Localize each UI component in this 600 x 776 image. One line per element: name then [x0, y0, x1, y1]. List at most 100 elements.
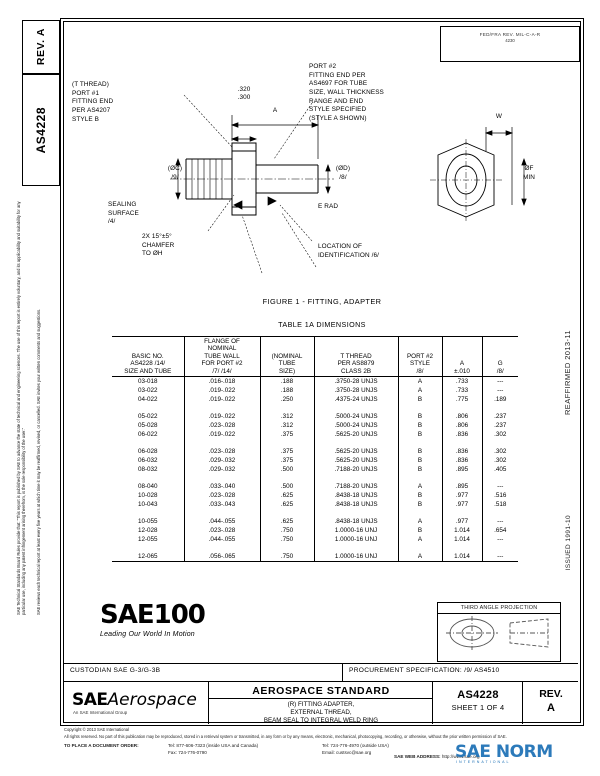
figure-caption: FIGURE 1 - FITTING, ADAPTER	[262, 297, 382, 306]
table-cell: 10-028	[112, 491, 185, 501]
table-cell: ---	[481, 517, 518, 527]
table-cell: .895	[441, 482, 483, 492]
drawing-frame-inner	[63, 21, 581, 723]
table-cell: .3750-28 UNJS	[313, 386, 399, 396]
table-group-spacer	[112, 439, 518, 448]
table-cell: 05-022	[112, 412, 185, 422]
table-cell: A	[397, 386, 443, 396]
table-cell: .044-.055	[183, 517, 261, 527]
title-doc-number: AS4228	[457, 689, 499, 701]
table-cell: .016-.018	[183, 376, 261, 387]
table-cell: .033-.040	[183, 482, 261, 492]
table-cell: .023-.028	[183, 491, 261, 501]
drawing-frame-outer	[60, 18, 584, 726]
table-cell: 06-028	[112, 447, 185, 457]
table-cell: .019-.022	[183, 395, 261, 405]
table-cell: .023-.028	[183, 447, 261, 457]
table-cell: .237	[481, 412, 518, 422]
table-cell: .750	[259, 535, 315, 545]
projection-header: THIRD ANGLE PROJECTION	[438, 603, 560, 614]
table-cell: .023-.028	[183, 526, 261, 536]
table-header-cell-0: BASIC NO. AS4228 /14/ SIZE AND TUBE	[112, 335, 185, 378]
table-cell: .375	[259, 430, 315, 440]
table-cell: .654	[481, 526, 518, 536]
table-cell: ---	[481, 482, 518, 492]
standard-subtitle: (R) FITTING ADAPTER, EXTERNAL THREAD, BE…	[263, 701, 379, 725]
table-cell: .029-.032	[183, 465, 261, 475]
table-cell: ---	[481, 552, 518, 563]
table-cell: .237	[481, 421, 518, 431]
table-cell: .806	[441, 412, 483, 422]
title-rev-label: REV.	[539, 688, 563, 700]
table-cell: .188	[259, 386, 315, 396]
table-cell: .405	[481, 465, 518, 475]
top-right-reference-box: FED/FRA REV. MIL-C-A-R 4230	[440, 26, 580, 62]
table-cell: .733	[441, 386, 483, 396]
table-cell: .312	[259, 412, 315, 422]
table-cell: .625	[259, 500, 315, 510]
table-cell: .3750-28 UNJS	[313, 376, 399, 387]
table-cell: .188	[259, 376, 315, 387]
table-cell: 1.0000-16 UNJ	[313, 552, 399, 563]
title-sheet: SHEET 1 OF 4	[451, 703, 505, 712]
table-cell: 10-055	[112, 517, 185, 527]
footer-tel-inside: Tel: 877-606-7323 (inside USA and Canada…	[168, 743, 259, 748]
table-cell: .019-.022	[183, 430, 261, 440]
table-cell: B	[397, 430, 443, 440]
table-cell: 03-018	[112, 376, 185, 387]
custodian-row: CUSTODIAN SAE G-3/G-3B PROCUREMENT SPECI…	[64, 663, 578, 682]
left-rev-label: REV.	[34, 39, 47, 66]
table-cell: .500	[259, 482, 315, 492]
side-note-2: SAE reviews each technical report at lea…	[36, 308, 41, 615]
brand-aerospace: Aerospace	[107, 690, 197, 710]
table-cell: 08-040	[112, 482, 185, 492]
table-cell: .750	[259, 526, 315, 536]
table-cell: 1.0000-16 UNJ	[313, 526, 399, 536]
table-cell: .7188-20 UNJS	[313, 465, 399, 475]
table-cell: .029-.032	[183, 456, 261, 466]
table-cell: B	[397, 395, 443, 405]
table-cell: .836	[441, 430, 483, 440]
table-cell: .375	[259, 456, 315, 466]
table-cell: .895	[441, 465, 483, 475]
reaffirmed-label: REAFFIRMED 2013-11	[563, 330, 572, 416]
procurement-spec-text: PROCUREMENT SPECIFICATION: /9/ AS4510	[349, 667, 500, 674]
custodian-divider	[342, 664, 343, 682]
table-cell: B	[397, 500, 443, 510]
table-cell: .8438-18 UNJS	[313, 500, 399, 510]
callout-chamfer: 2X 15°±5° CHAMFER TO ØH	[142, 233, 175, 258]
table-cell: .302	[481, 447, 518, 457]
left-rev-value: A	[34, 28, 47, 37]
table-cell: 12-065	[112, 552, 185, 563]
footer-email[interactable]: Email: custsvc@sae.org	[322, 749, 372, 755]
sae100-logo-block: SAE100 Leading Our World In Motion	[100, 600, 206, 638]
dim-C: (ØC) /9/	[167, 165, 183, 181]
table-cell: .977	[441, 500, 483, 510]
table-cell: 1.014	[441, 535, 483, 545]
table-cell: .977	[441, 517, 483, 527]
table-cell: .775	[441, 395, 483, 405]
table-cell: 1.0000-16 UNJ	[313, 535, 399, 545]
table-cell: .302	[481, 430, 518, 440]
table-cell: 04-022	[112, 395, 185, 405]
table-cell: .019-.022	[183, 386, 261, 396]
table-cell: .750	[259, 552, 315, 563]
table-cell: 06-022	[112, 430, 185, 440]
table-cell: B	[397, 526, 443, 536]
table-cell: 1.014	[441, 552, 483, 563]
dim-D: (ØD) /8/	[335, 165, 351, 181]
footer-web-url[interactable]: http://www.sae.org	[441, 754, 480, 759]
watermark-sub: INTERNATIONAL	[456, 760, 511, 764]
callout-identification: LOCATION OF IDENTIFICATION /6/	[318, 243, 379, 259]
table-cell: .516	[481, 491, 518, 501]
table-cell: .023-.028	[183, 421, 261, 431]
table-cell: .625	[259, 491, 315, 501]
